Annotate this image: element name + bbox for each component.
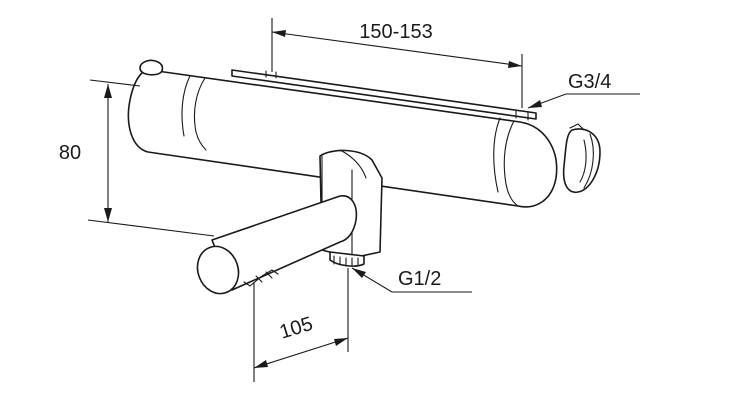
width-range-label: 150-153	[359, 21, 432, 43]
arrow-head	[508, 61, 522, 68]
arrow-head	[334, 338, 348, 346]
arrow-head	[104, 208, 112, 222]
mixer-body	[127, 59, 601, 208]
arrow-head	[272, 30, 286, 37]
outlet-thread-callout: G1/2	[351, 267, 472, 293]
inlet-thread-label: G3/4	[568, 71, 611, 93]
height-dimension: 80	[59, 79, 215, 237]
arrow-head	[528, 100, 542, 108]
width-dimension: 150-153	[271, 18, 523, 108]
outlet-thread-label: G1/2	[398, 268, 441, 290]
arrow-head	[352, 268, 366, 278]
inlet-thread-callout: G3/4	[527, 71, 640, 109]
height-label: 80	[59, 142, 81, 164]
offset-dimension: 105	[253, 268, 349, 382]
spout	[196, 195, 358, 295]
arrow-head	[104, 84, 112, 98]
arrow-head	[254, 360, 268, 368]
spout-offset-label: 105	[277, 313, 315, 344]
